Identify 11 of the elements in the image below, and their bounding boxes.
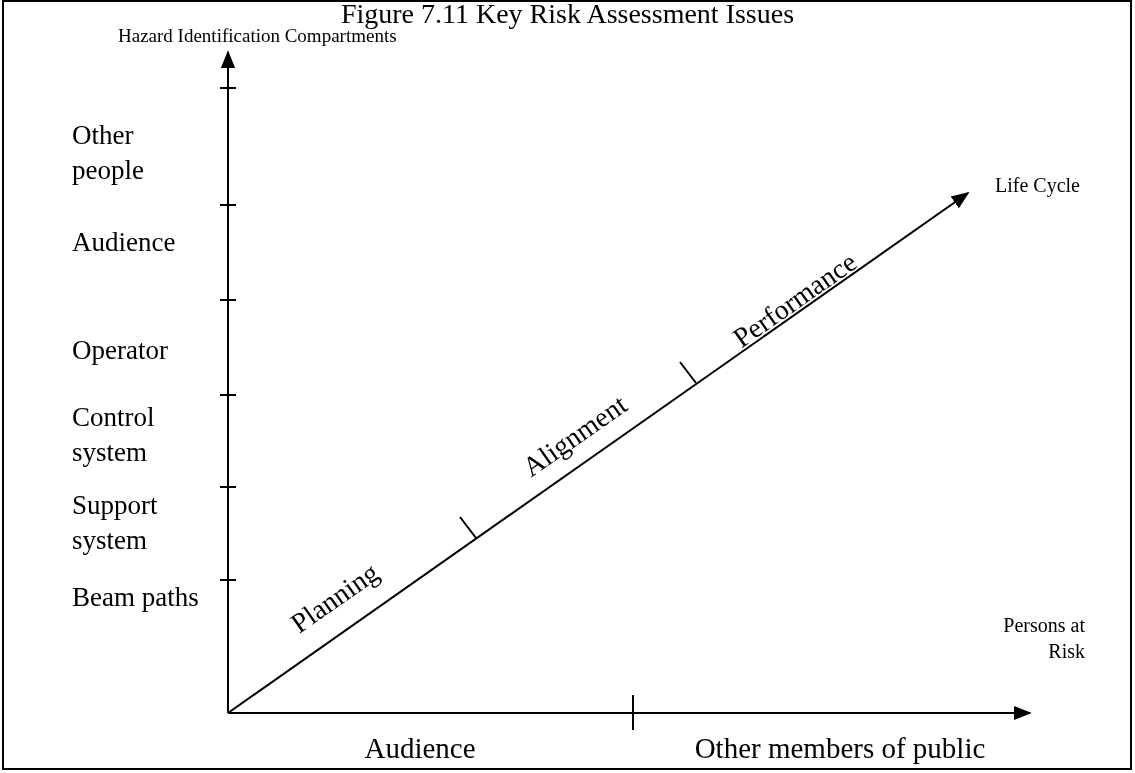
axis-title: Persons at Risk (1002, 613, 1085, 664)
category-label: Control system (72, 401, 156, 470)
category-label: Audience (72, 226, 177, 259)
category-label: Other people (72, 119, 145, 188)
axis-title: Life Cycle (994, 173, 1080, 198)
figure-title: Figure 7.11 Key Risk Assessment Issues (339, 0, 796, 28)
category-label: Audience (363, 731, 477, 766)
category-label: Support system (72, 489, 159, 558)
category-label: Other members of public (693, 731, 987, 766)
category-label: Operator (72, 334, 169, 367)
category-label: Beam paths (72, 581, 200, 614)
